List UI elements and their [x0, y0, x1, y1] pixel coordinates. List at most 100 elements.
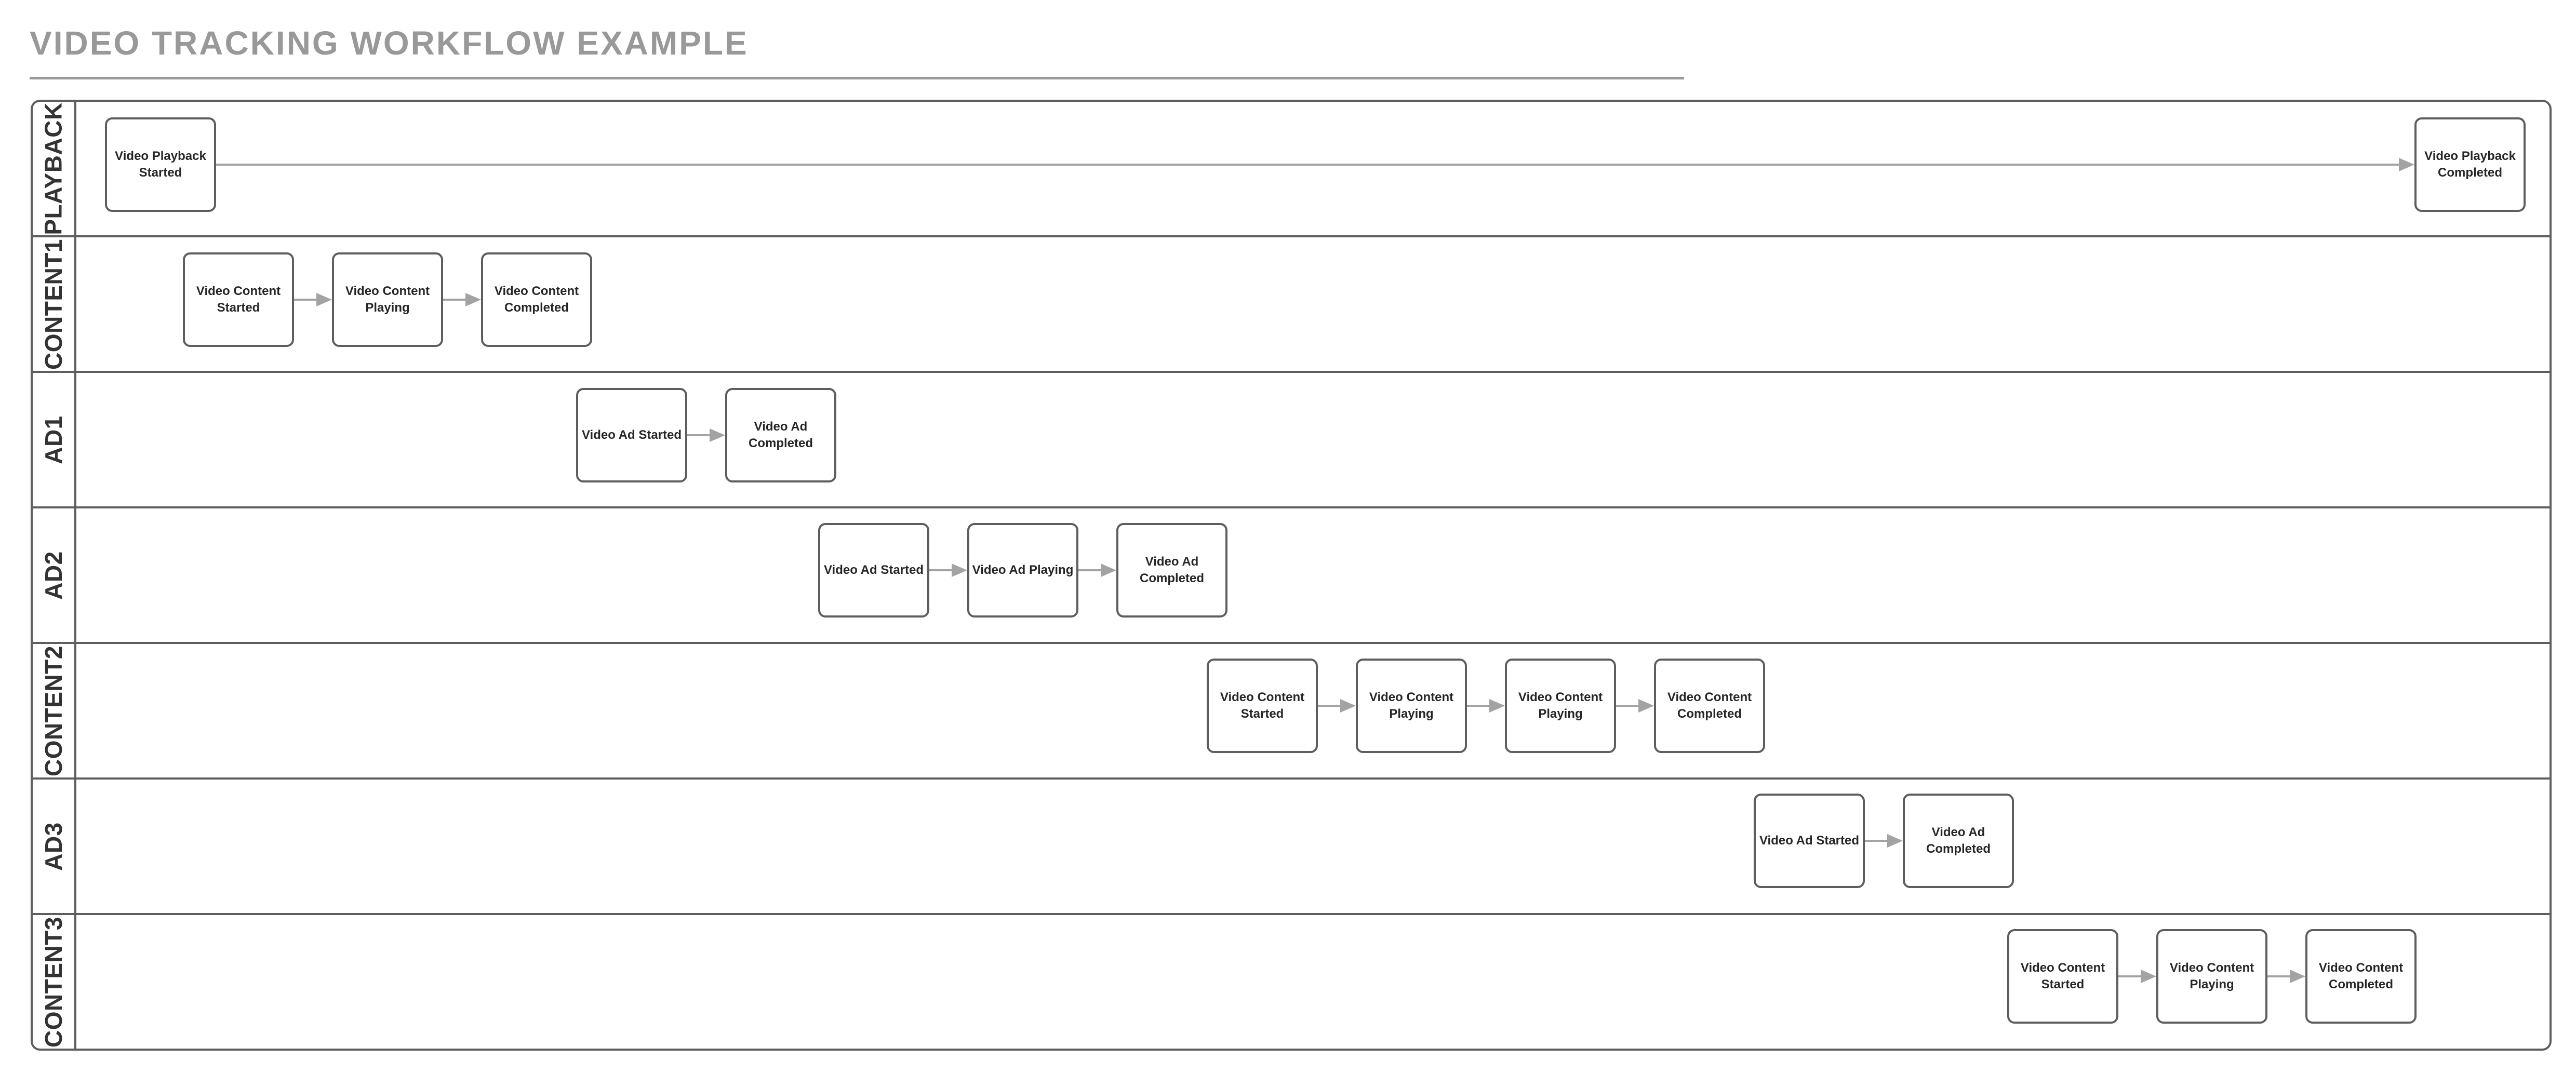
arrow-head-icon — [316, 293, 332, 306]
flow-node-label: Video Content Completed — [494, 284, 579, 315]
arrow-head-icon — [1887, 834, 1903, 848]
flow-node[interactable]: Video Ad Completed — [1903, 794, 2014, 888]
flow-node-label: Video Content Playing — [1369, 690, 1454, 721]
flow-node[interactable]: Video Content Playing — [332, 252, 443, 347]
arrow-head-icon — [710, 428, 725, 442]
arrow-head-icon — [1340, 699, 1356, 713]
flow-node[interactable]: Video Ad Started — [818, 523, 929, 618]
flow-arrow — [929, 563, 967, 577]
lane-header[interactable]: CONTENT1 — [33, 237, 76, 371]
arrow-head-icon — [1638, 699, 1654, 713]
lane-label: PLAYBACK — [40, 102, 67, 235]
lane-body — [76, 373, 2550, 506]
flow-arrow — [1467, 699, 1505, 713]
flow-node-label: Video Ad Playing — [972, 563, 1074, 577]
arrow-shaft — [2267, 975, 2292, 977]
lane-header[interactable]: PLAYBACK — [33, 102, 76, 235]
flow-arrow — [443, 293, 481, 306]
lane-body — [76, 780, 2550, 913]
arrow-shaft — [1078, 569, 1103, 571]
flow-node-label: Video Content Started — [196, 284, 281, 315]
arrow-shaft — [687, 434, 712, 436]
flow-node[interactable]: Video Content Playing — [1505, 659, 1616, 753]
arrow-shaft — [1467, 705, 1491, 707]
swimlane: CONTENT3 — [33, 915, 2550, 1049]
arrow-head-icon — [2399, 158, 2414, 171]
flow-arrow — [216, 158, 2414, 171]
flow-node-label: Video Ad Started — [823, 563, 924, 577]
lane-header[interactable]: AD3 — [33, 780, 76, 913]
flow-node-label: Video Ad Completed — [1139, 555, 1204, 585]
flow-node-label: Video Content Playing — [1518, 690, 1603, 721]
flow-node[interactable]: Video Content Playing — [2156, 929, 2267, 1024]
arrow-shaft — [929, 569, 954, 571]
arrow-shaft — [2118, 975, 2143, 977]
swimlane: AD2 — [33, 508, 2550, 644]
flow-node-label: Video Ad Started — [581, 428, 682, 442]
flow-node[interactable]: Video Ad Started — [576, 388, 687, 482]
lane-label: CONTENT2 — [40, 645, 67, 776]
flow-node[interactable]: Video Playback Started — [105, 117, 216, 212]
flow-node-label: Video Ad Completed — [1926, 825, 1991, 856]
swimlane: PLAYBACK — [33, 102, 2550, 237]
title-underline — [30, 77, 1684, 79]
arrow-head-icon — [465, 293, 481, 306]
flow-arrow — [2267, 970, 2305, 983]
flow-arrow — [1616, 699, 1654, 713]
flow-node[interactable]: Video Content Started — [1207, 659, 1318, 753]
lane-header[interactable]: CONTENT3 — [33, 915, 76, 1049]
flow-node[interactable]: Video Content Completed — [1654, 659, 1765, 753]
arrow-shaft — [443, 299, 468, 301]
arrow-shaft — [294, 299, 318, 301]
flow-node-label: Video Content Playing — [345, 284, 430, 315]
flow-node[interactable]: Video Ad Completed — [725, 388, 836, 482]
flow-node[interactable]: Video Content Started — [2007, 929, 2118, 1024]
lane-label: CONTENT1 — [40, 238, 67, 370]
swimlane: AD1 — [33, 373, 2550, 508]
flow-node-label: Video Content Playing — [2169, 961, 2254, 991]
flow-node-label: Video Playback Completed — [2424, 149, 2516, 180]
flow-node[interactable]: Video Playback Completed — [2414, 117, 2526, 212]
swimlane: CONTENT2 — [33, 644, 2550, 780]
flow-arrow — [2118, 970, 2156, 983]
flow-node[interactable]: Video Ad Completed — [1116, 523, 1227, 618]
arrow-shaft — [216, 164, 2401, 166]
flow-arrow — [1078, 563, 1116, 577]
arrow-head-icon — [1489, 699, 1505, 713]
lane-body — [76, 508, 2550, 642]
lane-label: CONTENT3 — [40, 916, 67, 1048]
flow-arrow — [687, 428, 725, 442]
flow-node[interactable]: Video Content Completed — [2305, 929, 2417, 1024]
flow-node-label: Video Content Completed — [2318, 961, 2404, 991]
flow-node[interactable]: Video Content Playing — [1356, 659, 1467, 753]
arrow-head-icon — [2290, 970, 2305, 983]
lane-label: AD2 — [40, 551, 67, 600]
flow-node[interactable]: Video Ad Playing — [967, 523, 1078, 618]
lane-header[interactable]: AD1 — [33, 373, 76, 506]
swimlane: CONTENT1 — [33, 237, 2550, 373]
flow-node-label: Video Content Started — [1220, 690, 1305, 721]
arrow-shaft — [1616, 705, 1640, 707]
swimlane: AD3 — [33, 780, 2550, 915]
lane-label: AD3 — [40, 822, 67, 871]
arrow-head-icon — [2141, 970, 2156, 983]
flow-node-label: Video Content Completed — [1667, 690, 1752, 721]
lane-header[interactable]: CONTENT2 — [33, 644, 76, 777]
flow-node[interactable]: Video Ad Started — [1754, 794, 1865, 888]
flow-arrow — [294, 293, 332, 306]
flow-node-label: Video Ad Started — [1759, 834, 1860, 848]
arrow-head-icon — [952, 563, 967, 577]
diagram-title: VIDEO TRACKING WORKFLOW EXAMPLE — [30, 24, 749, 62]
flow-arrow — [1318, 699, 1356, 713]
flow-arrow — [1865, 834, 1903, 848]
lane-header[interactable]: AD2 — [33, 508, 76, 642]
arrow-shaft — [1318, 705, 1342, 707]
arrow-shaft — [1865, 840, 1889, 842]
flow-node[interactable]: Video Content Started — [183, 252, 294, 347]
flow-node-label: Video Ad Completed — [748, 420, 813, 450]
flow-node[interactable]: Video Content Completed — [481, 252, 592, 347]
arrow-head-icon — [1101, 563, 1116, 577]
lane-label: AD1 — [40, 415, 67, 464]
